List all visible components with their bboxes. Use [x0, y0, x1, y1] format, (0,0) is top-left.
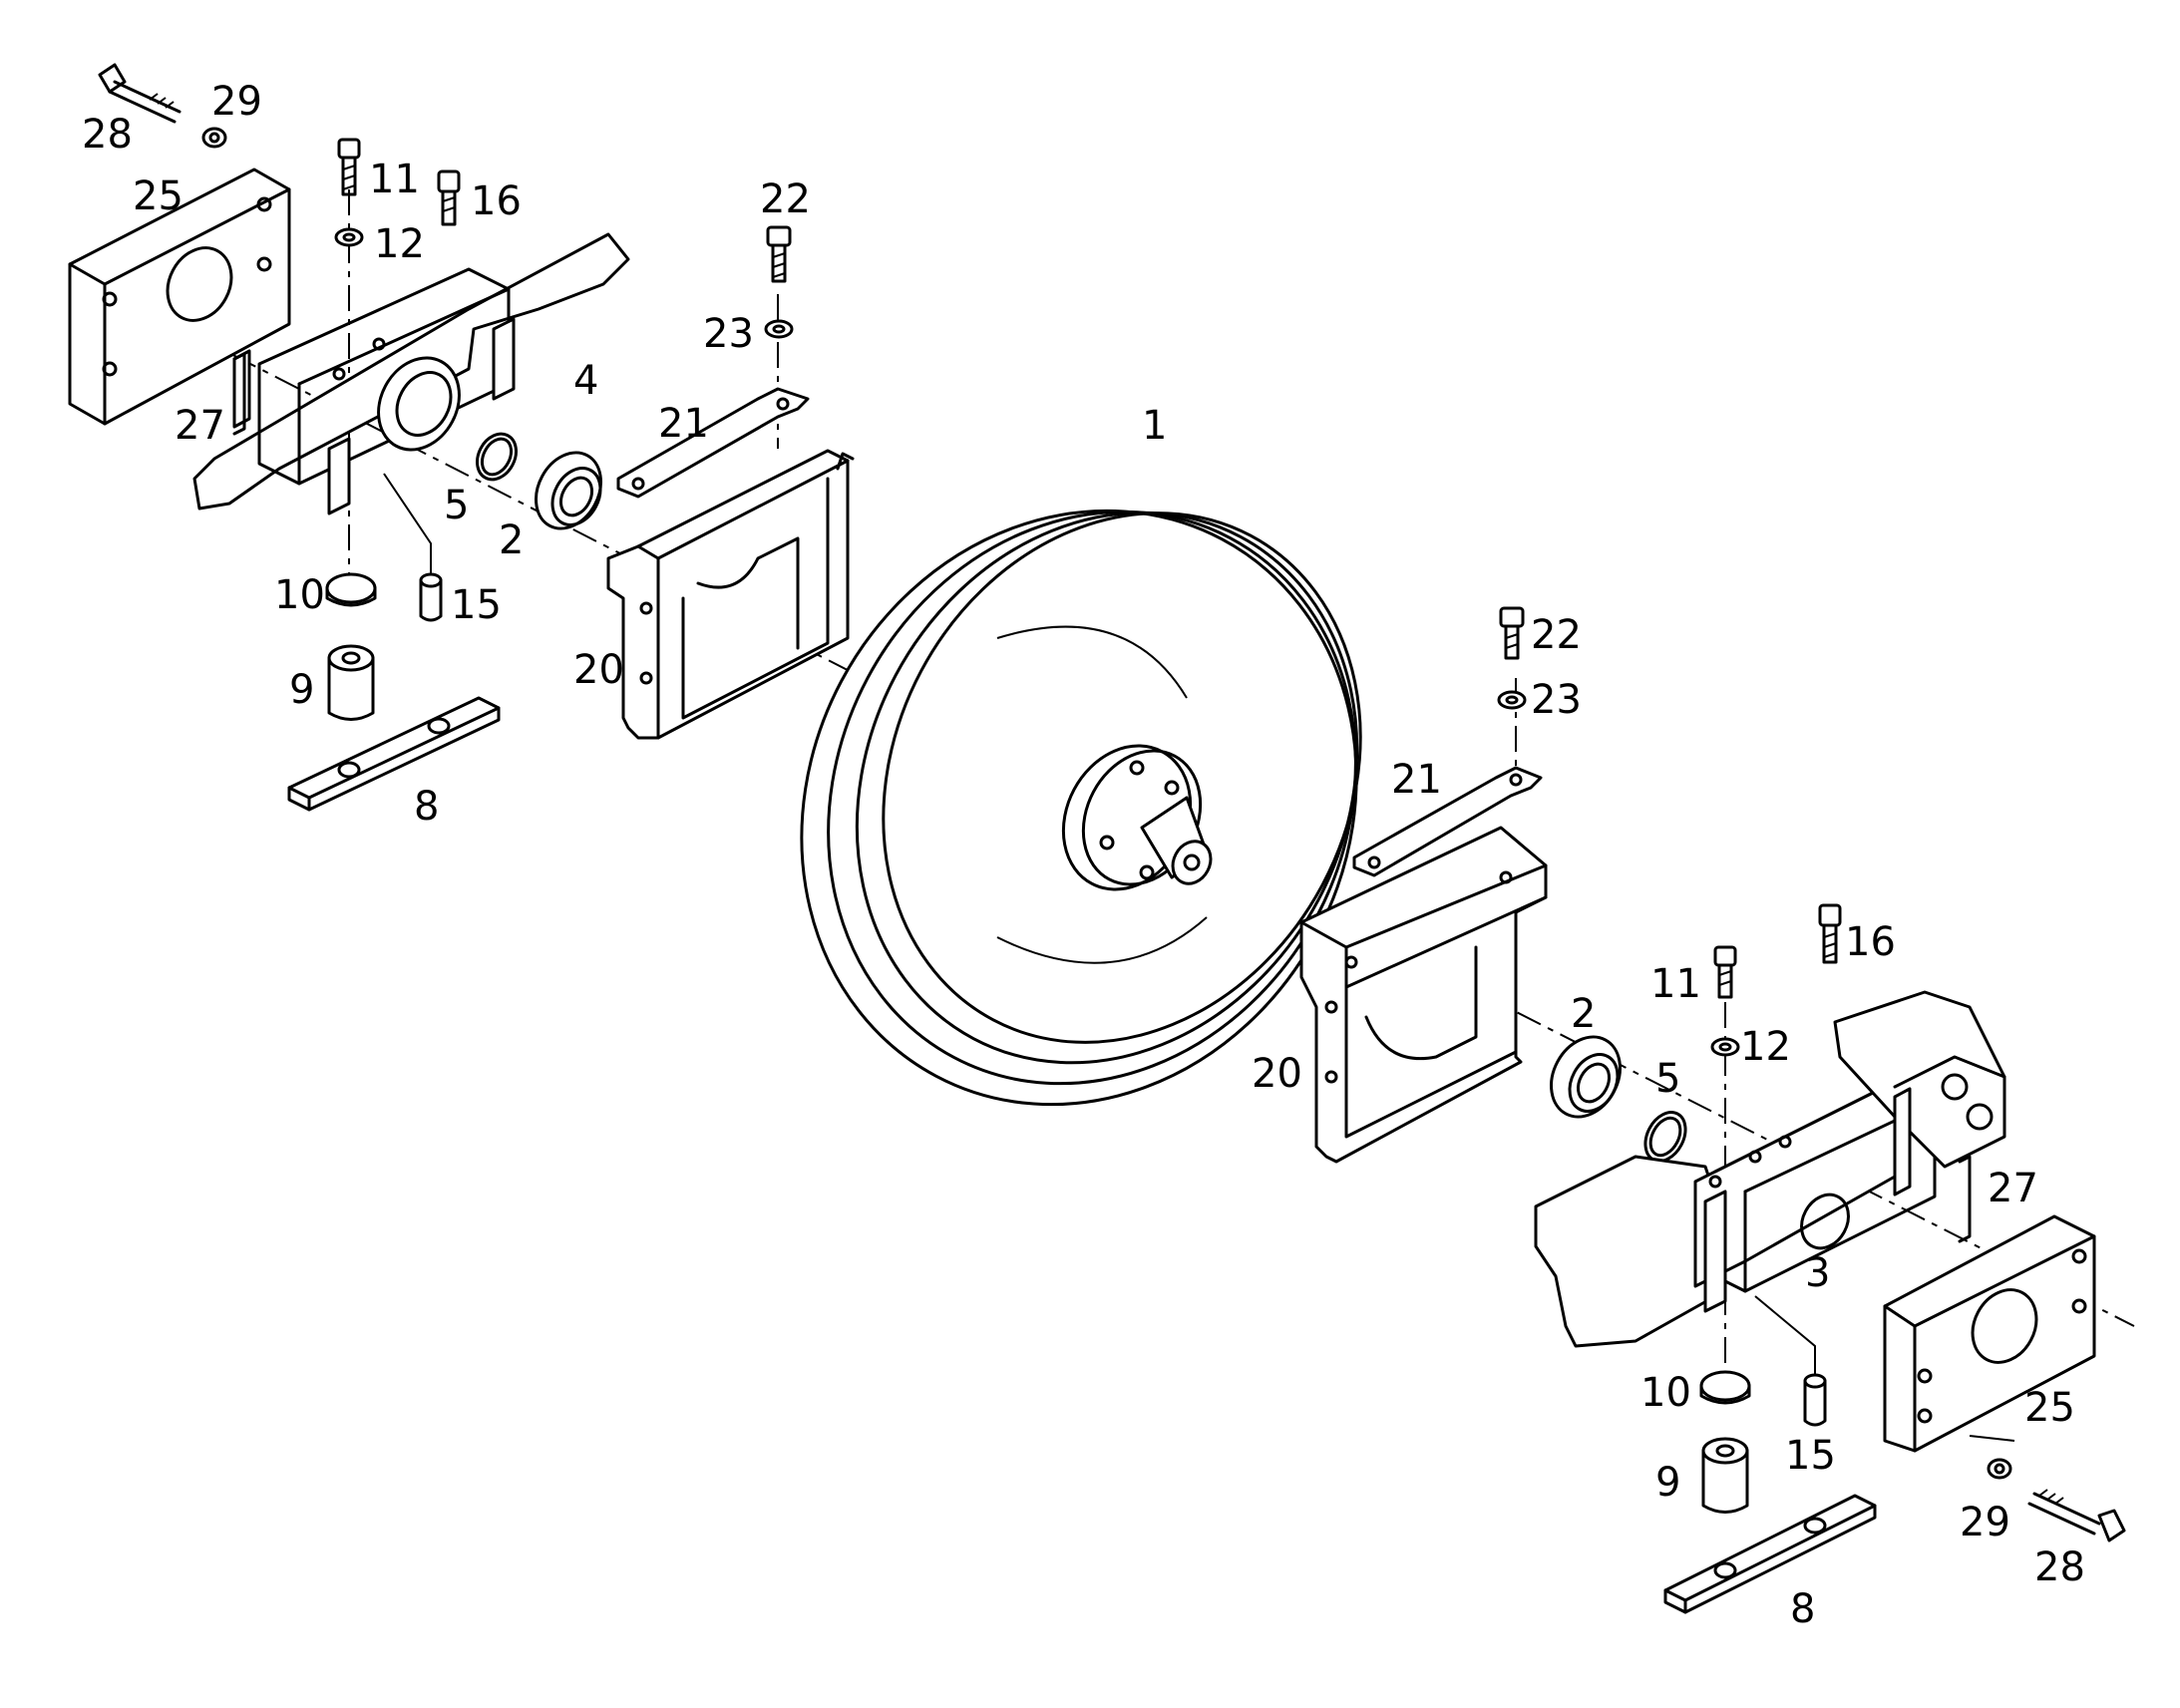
callout-8-left: 8: [414, 784, 439, 830]
bolt-22-right: [1499, 606, 1525, 660]
callout-4: 4: [573, 358, 598, 404]
part-27-left: [232, 352, 246, 436]
bolt-22-left: [766, 225, 792, 283]
plate-8-right: [1663, 1494, 1877, 1614]
callout-27-left: 27: [175, 403, 225, 449]
callout-22-right: 22: [1531, 612, 1582, 658]
callout-11-left: 11: [369, 157, 420, 202]
support-20-right: [1299, 826, 1548, 1164]
callout-16-left: 16: [471, 178, 522, 224]
plate-8-left: [287, 696, 501, 812]
bolt-28-right: [2027, 1489, 2126, 1542]
callout-27-right: 27: [1988, 1166, 2038, 1211]
callout-12-left: 12: [374, 221, 425, 267]
callout-8-right: 8: [1790, 1586, 1815, 1632]
callout-16-right: 16: [1845, 919, 1896, 965]
callout-9-left: 9: [289, 667, 314, 713]
callout-21-left: 21: [658, 401, 709, 447]
pin-15-left: [383, 473, 443, 622]
callout-29-right: 29: [1960, 1500, 2010, 1545]
callout-2-right: 2: [1571, 991, 1596, 1037]
callout-20-right: 20: [1252, 1051, 1302, 1097]
callout-15-right: 15: [1785, 1433, 1836, 1479]
pin-15-right: [1803, 1373, 1827, 1427]
washer-29-left: [201, 127, 227, 149]
strip-21-right: [1352, 766, 1543, 877]
callout-23-left: 23: [703, 311, 754, 357]
callout-1: 1: [1142, 403, 1167, 449]
callout-25-left: 25: [133, 173, 183, 219]
callout-22-left: 22: [760, 176, 811, 222]
plate-25-left: [68, 168, 291, 426]
callout-12-right: 12: [1740, 1024, 1791, 1070]
seal-2-left: [535, 451, 602, 530]
oring-5-left: [476, 432, 518, 482]
callout-9-right: 9: [1655, 1460, 1680, 1506]
washer-23-left: [764, 319, 794, 339]
callout-10-left: 10: [274, 572, 325, 618]
bushing-9-left: [327, 644, 375, 721]
callout-3: 3: [1805, 1250, 1830, 1296]
bolt-11-right: [1713, 945, 1737, 999]
part-27-right: [1958, 1155, 1972, 1243]
callout-11-right: 11: [1650, 961, 1701, 1007]
bracket-3: [1534, 990, 2006, 1376]
plug-10-right: [1699, 1370, 1751, 1405]
callout-29-left: 29: [211, 79, 262, 125]
idler-wheel: [800, 509, 1362, 1107]
bolt-28-left: [98, 63, 182, 124]
washer-23-right: [1497, 690, 1527, 710]
support-20-left: [606, 449, 855, 740]
washer-29-right: [1987, 1458, 2012, 1480]
callout-28-left: 28: [82, 112, 133, 158]
washer-12-left: [334, 227, 364, 247]
bolt-11-left: [337, 138, 361, 196]
bolt-16-left: [437, 170, 461, 226]
bushing-9-right: [1701, 1437, 1749, 1514]
callout-28-right: 28: [2034, 1544, 2085, 1590]
callout-21-right: 21: [1391, 757, 1442, 803]
plug-10-left: [325, 572, 377, 607]
bracket-4: [192, 232, 630, 515]
strip-21-left: [616, 387, 810, 499]
callout-2-left: 2: [499, 517, 524, 563]
callout-25-right: 25: [2024, 1385, 2075, 1431]
callout-5-left: 5: [444, 483, 469, 528]
washer-12-right: [1710, 1037, 1740, 1057]
callout-5-right: 5: [1655, 1056, 1680, 1102]
bolt-16-right: [1818, 903, 1842, 964]
callout-15-left: 15: [451, 582, 502, 628]
callout-23-right: 23: [1531, 677, 1582, 723]
callout-10-right: 10: [1640, 1370, 1691, 1416]
wheel-hub: [1061, 744, 1213, 891]
seal-2-right: [1550, 1035, 1622, 1119]
callout-labels: 1 2 2 3 4 5 5 8 8 9 9 10 10 11 11 12 12 …: [82, 79, 2085, 1632]
callout-20-left: 20: [573, 647, 624, 693]
plate-25-right: [1883, 1214, 2096, 1453]
